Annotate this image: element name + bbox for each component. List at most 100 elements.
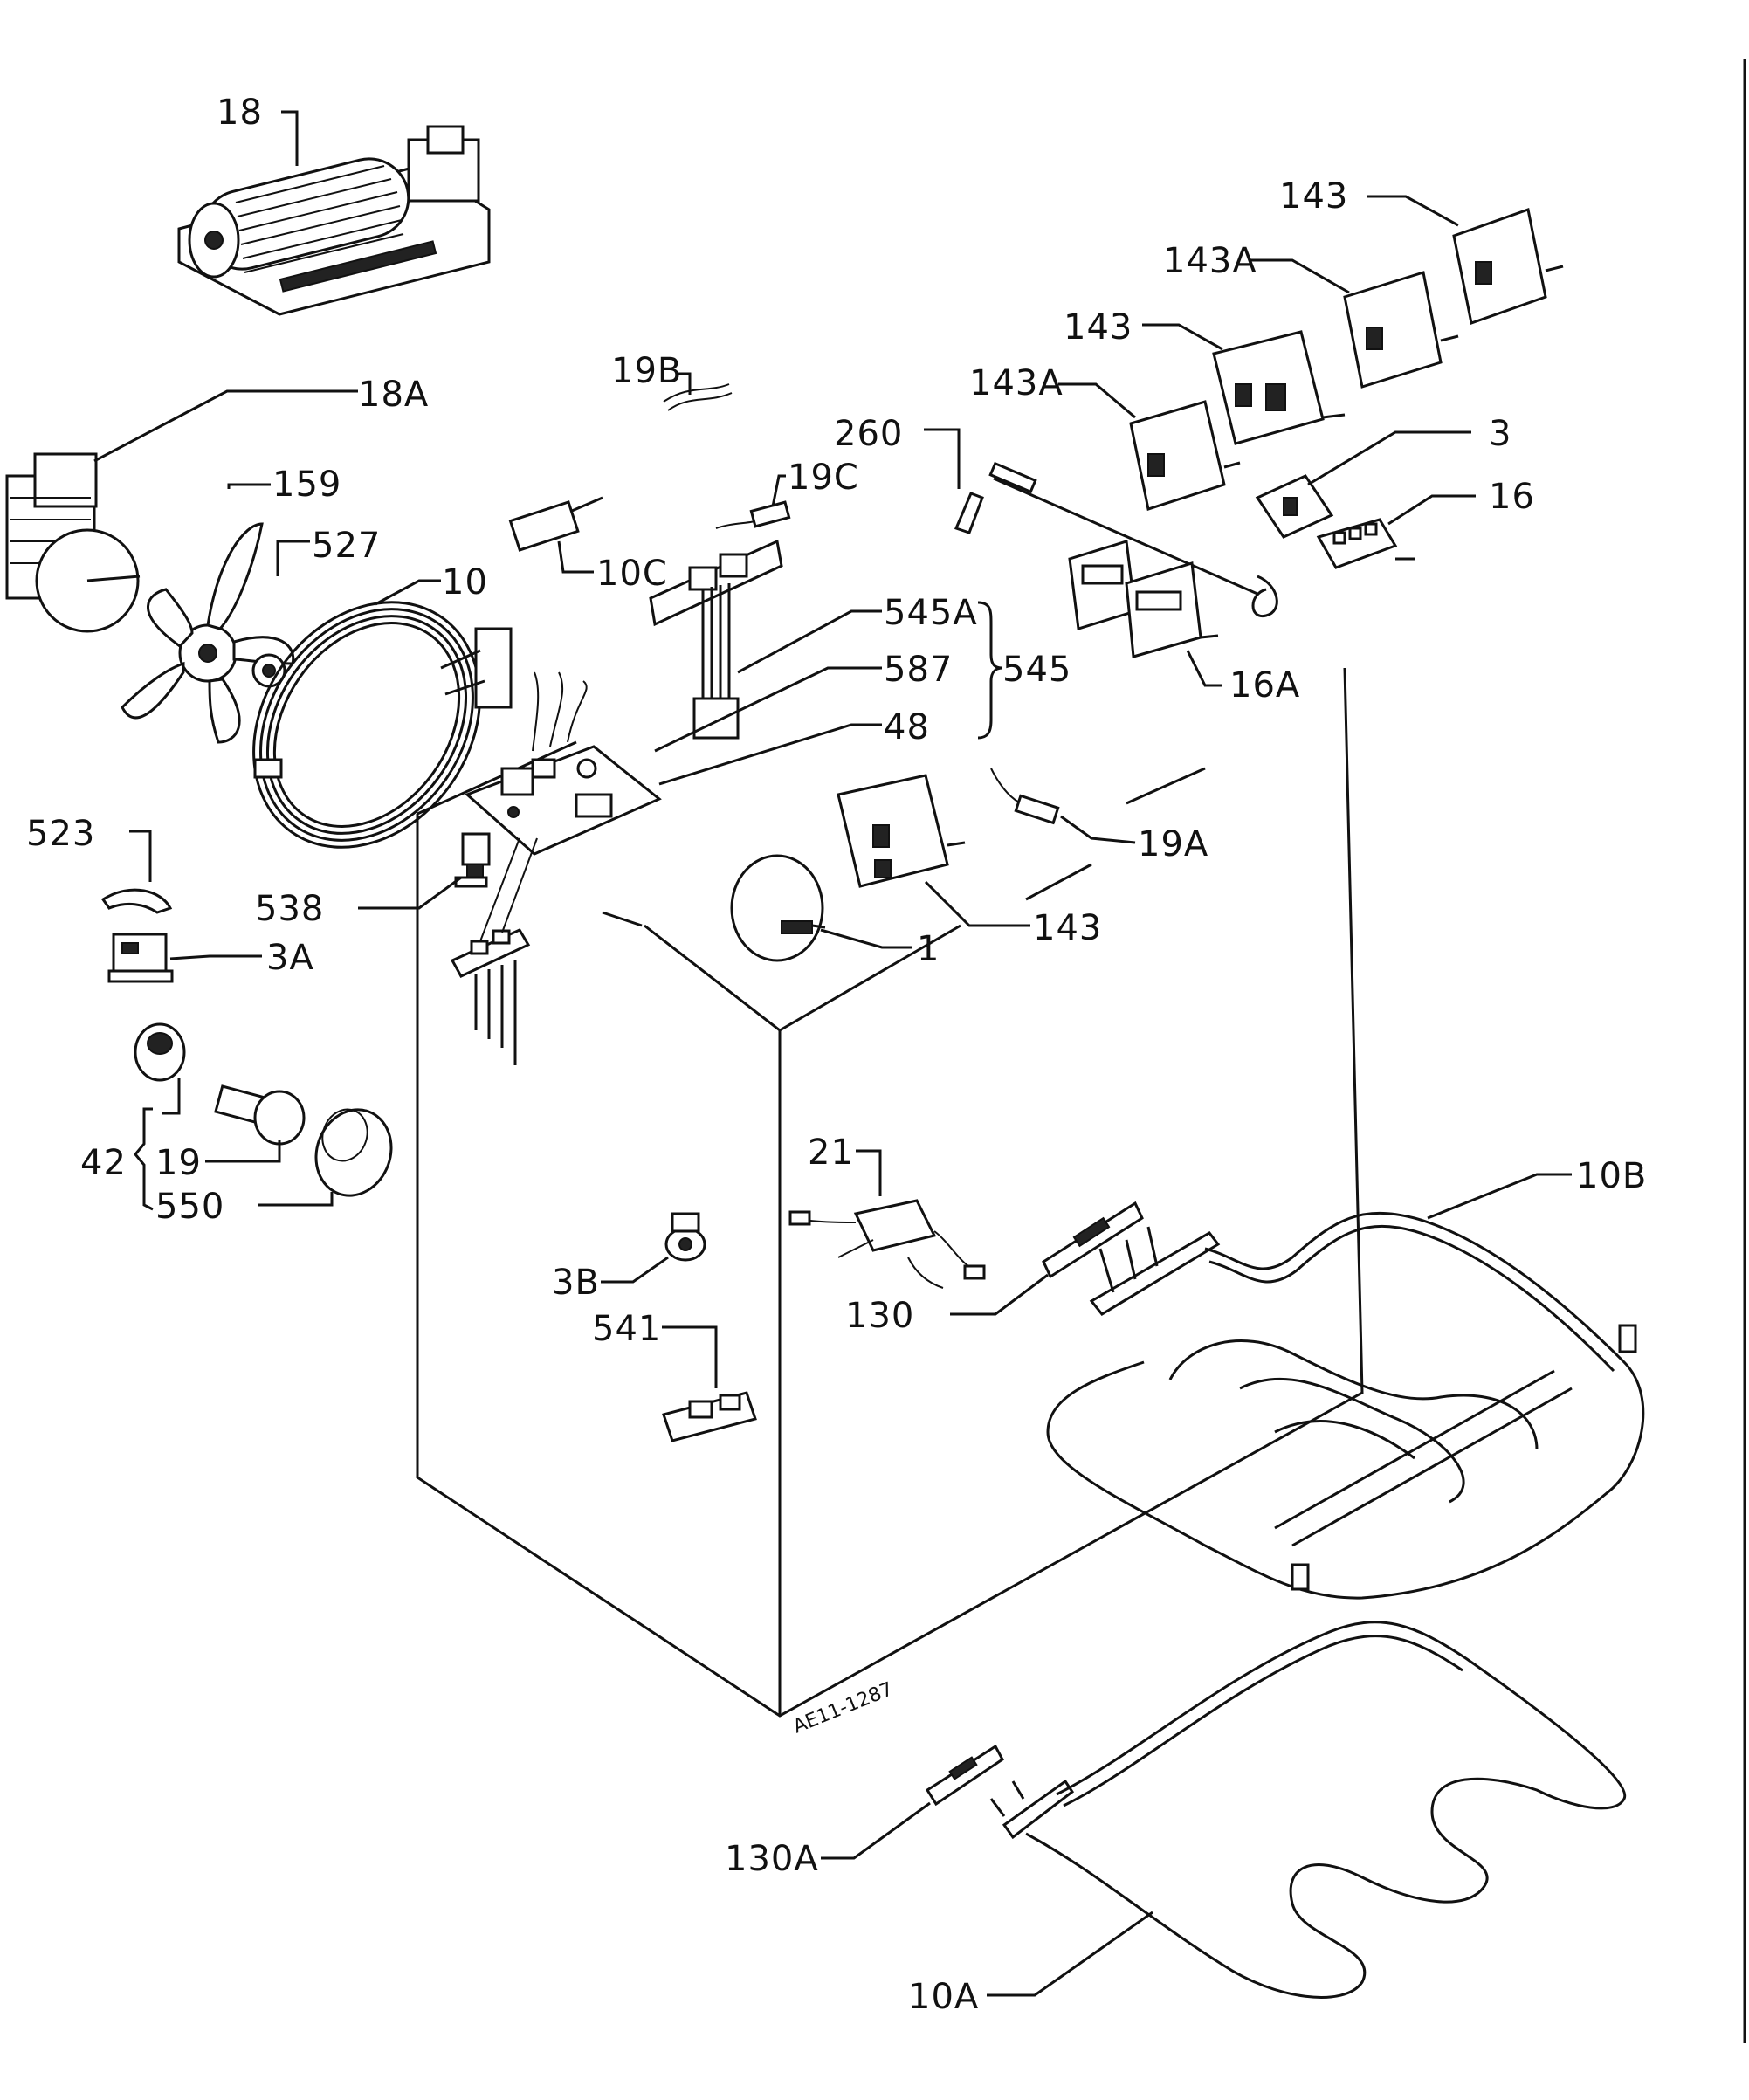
leader-143a-top xyxy=(1249,258,1350,294)
leader-527 xyxy=(276,540,310,576)
leader-42-group xyxy=(162,1078,181,1115)
leader-21 xyxy=(856,1149,882,1196)
leader-10b xyxy=(1427,1173,1572,1220)
element-bracket-lower xyxy=(925,1744,1004,1807)
energy-regulator-5 xyxy=(837,774,966,888)
label-545: 545 xyxy=(1002,650,1071,690)
timer-switch xyxy=(730,854,826,962)
tangential-fan xyxy=(177,125,491,316)
safety-thermostat xyxy=(664,1212,706,1262)
label-16: 16 xyxy=(1489,477,1535,517)
drawing-code: AE11-1287 xyxy=(790,1678,896,1738)
fan-nut xyxy=(251,653,286,688)
label-527: 527 xyxy=(312,526,381,566)
leader-3a xyxy=(169,954,262,960)
label-10a: 10A xyxy=(908,1977,979,2017)
leader-143-top xyxy=(1367,195,1459,227)
grill-heating-element xyxy=(1046,1211,1645,1600)
lamp-glass-cover xyxy=(314,1108,393,1197)
label-48: 48 xyxy=(884,707,930,747)
leader-545a xyxy=(737,609,882,674)
leader-587 xyxy=(654,666,882,753)
label-21: 21 xyxy=(808,1133,854,1173)
leader-159 xyxy=(227,483,271,489)
label-587: 587 xyxy=(884,650,953,690)
bottom-heating-element xyxy=(989,1621,1627,1999)
control-pcb xyxy=(465,671,662,856)
oven-cabinet xyxy=(416,667,1364,1718)
door-switch xyxy=(454,832,491,888)
label-19a: 19A xyxy=(1138,824,1208,864)
label-19b: 19B xyxy=(611,351,682,391)
thermal-cutout xyxy=(107,933,174,983)
label-159: 159 xyxy=(272,465,341,505)
leader-541 xyxy=(662,1325,718,1388)
leader-19c xyxy=(771,474,786,507)
leader-18 xyxy=(281,110,299,166)
leader-16a xyxy=(1186,650,1222,687)
label-19: 19 xyxy=(155,1143,202,1183)
thermal-fuse xyxy=(508,496,603,552)
label-523: 523 xyxy=(26,814,95,854)
leader-523 xyxy=(129,830,152,882)
label-541: 541 xyxy=(592,1309,661,1349)
leader-16 xyxy=(1387,494,1476,526)
label-143a-top: 143A xyxy=(1163,241,1257,281)
label-18: 18 xyxy=(217,93,263,133)
leader-538 xyxy=(358,876,462,910)
label-143-mid: 143 xyxy=(1064,307,1133,348)
label-42: 42 xyxy=(80,1143,127,1183)
label-10b: 10B xyxy=(1576,1156,1647,1196)
leader-130a xyxy=(821,1801,931,1860)
shaft-clip xyxy=(954,492,984,534)
label-143-low: 143 xyxy=(1033,908,1102,948)
label-260: 260 xyxy=(834,414,903,454)
label-18a: 18A xyxy=(358,375,429,415)
label-538: 538 xyxy=(255,889,324,929)
energy-regulator-2 xyxy=(1343,271,1459,389)
leader-3 xyxy=(1307,430,1471,486)
leader-1 xyxy=(820,928,912,949)
selector-switch xyxy=(1316,518,1415,569)
leader-130 xyxy=(950,1273,1049,1316)
lamp-holder-bracket xyxy=(662,1391,757,1442)
leader-10 xyxy=(375,579,441,606)
label-3b: 3B xyxy=(552,1263,600,1303)
label-130a: 130A xyxy=(725,1839,819,1879)
energy-regulator-3 xyxy=(1212,330,1346,445)
label-143-top: 143 xyxy=(1279,176,1348,217)
leader-10c xyxy=(557,540,594,574)
double-switch-block xyxy=(1068,540,1219,658)
terminal-strip xyxy=(450,837,538,1065)
energy-regulator-1 xyxy=(1452,208,1564,325)
leader-143-low xyxy=(924,880,1030,927)
label-550: 550 xyxy=(155,1187,224,1227)
temperature-sensor xyxy=(715,500,791,529)
leader-143a-mid xyxy=(1058,382,1136,419)
leader-19a xyxy=(1060,815,1136,844)
label-10c: 10C xyxy=(596,554,668,594)
leader-19b xyxy=(677,372,692,395)
relay-module xyxy=(788,1199,986,1289)
leader-18a xyxy=(93,389,358,463)
label-3a: 3A xyxy=(266,938,314,978)
oven-lamp-bulb xyxy=(214,1084,306,1146)
label-16a: 16A xyxy=(1229,665,1300,706)
fan-impeller xyxy=(121,522,295,744)
label-143a-mid: 143A xyxy=(969,363,1064,403)
brace-42 xyxy=(134,1107,154,1211)
label-545a: 545A xyxy=(884,593,978,633)
leader-19 xyxy=(205,1140,281,1163)
leader-10a xyxy=(987,1911,1153,1997)
lamp-wire xyxy=(663,383,733,411)
circular-heating-element xyxy=(252,601,513,849)
sensor-probe xyxy=(990,768,1060,825)
terminal-block-connector xyxy=(649,539,783,740)
element-bracket-upper xyxy=(1042,1201,1144,1279)
energy-regulator-4 xyxy=(1129,400,1241,511)
leader-550 xyxy=(258,1192,334,1207)
oven-lamp-holder xyxy=(134,1022,186,1082)
leader-260 xyxy=(924,428,961,489)
